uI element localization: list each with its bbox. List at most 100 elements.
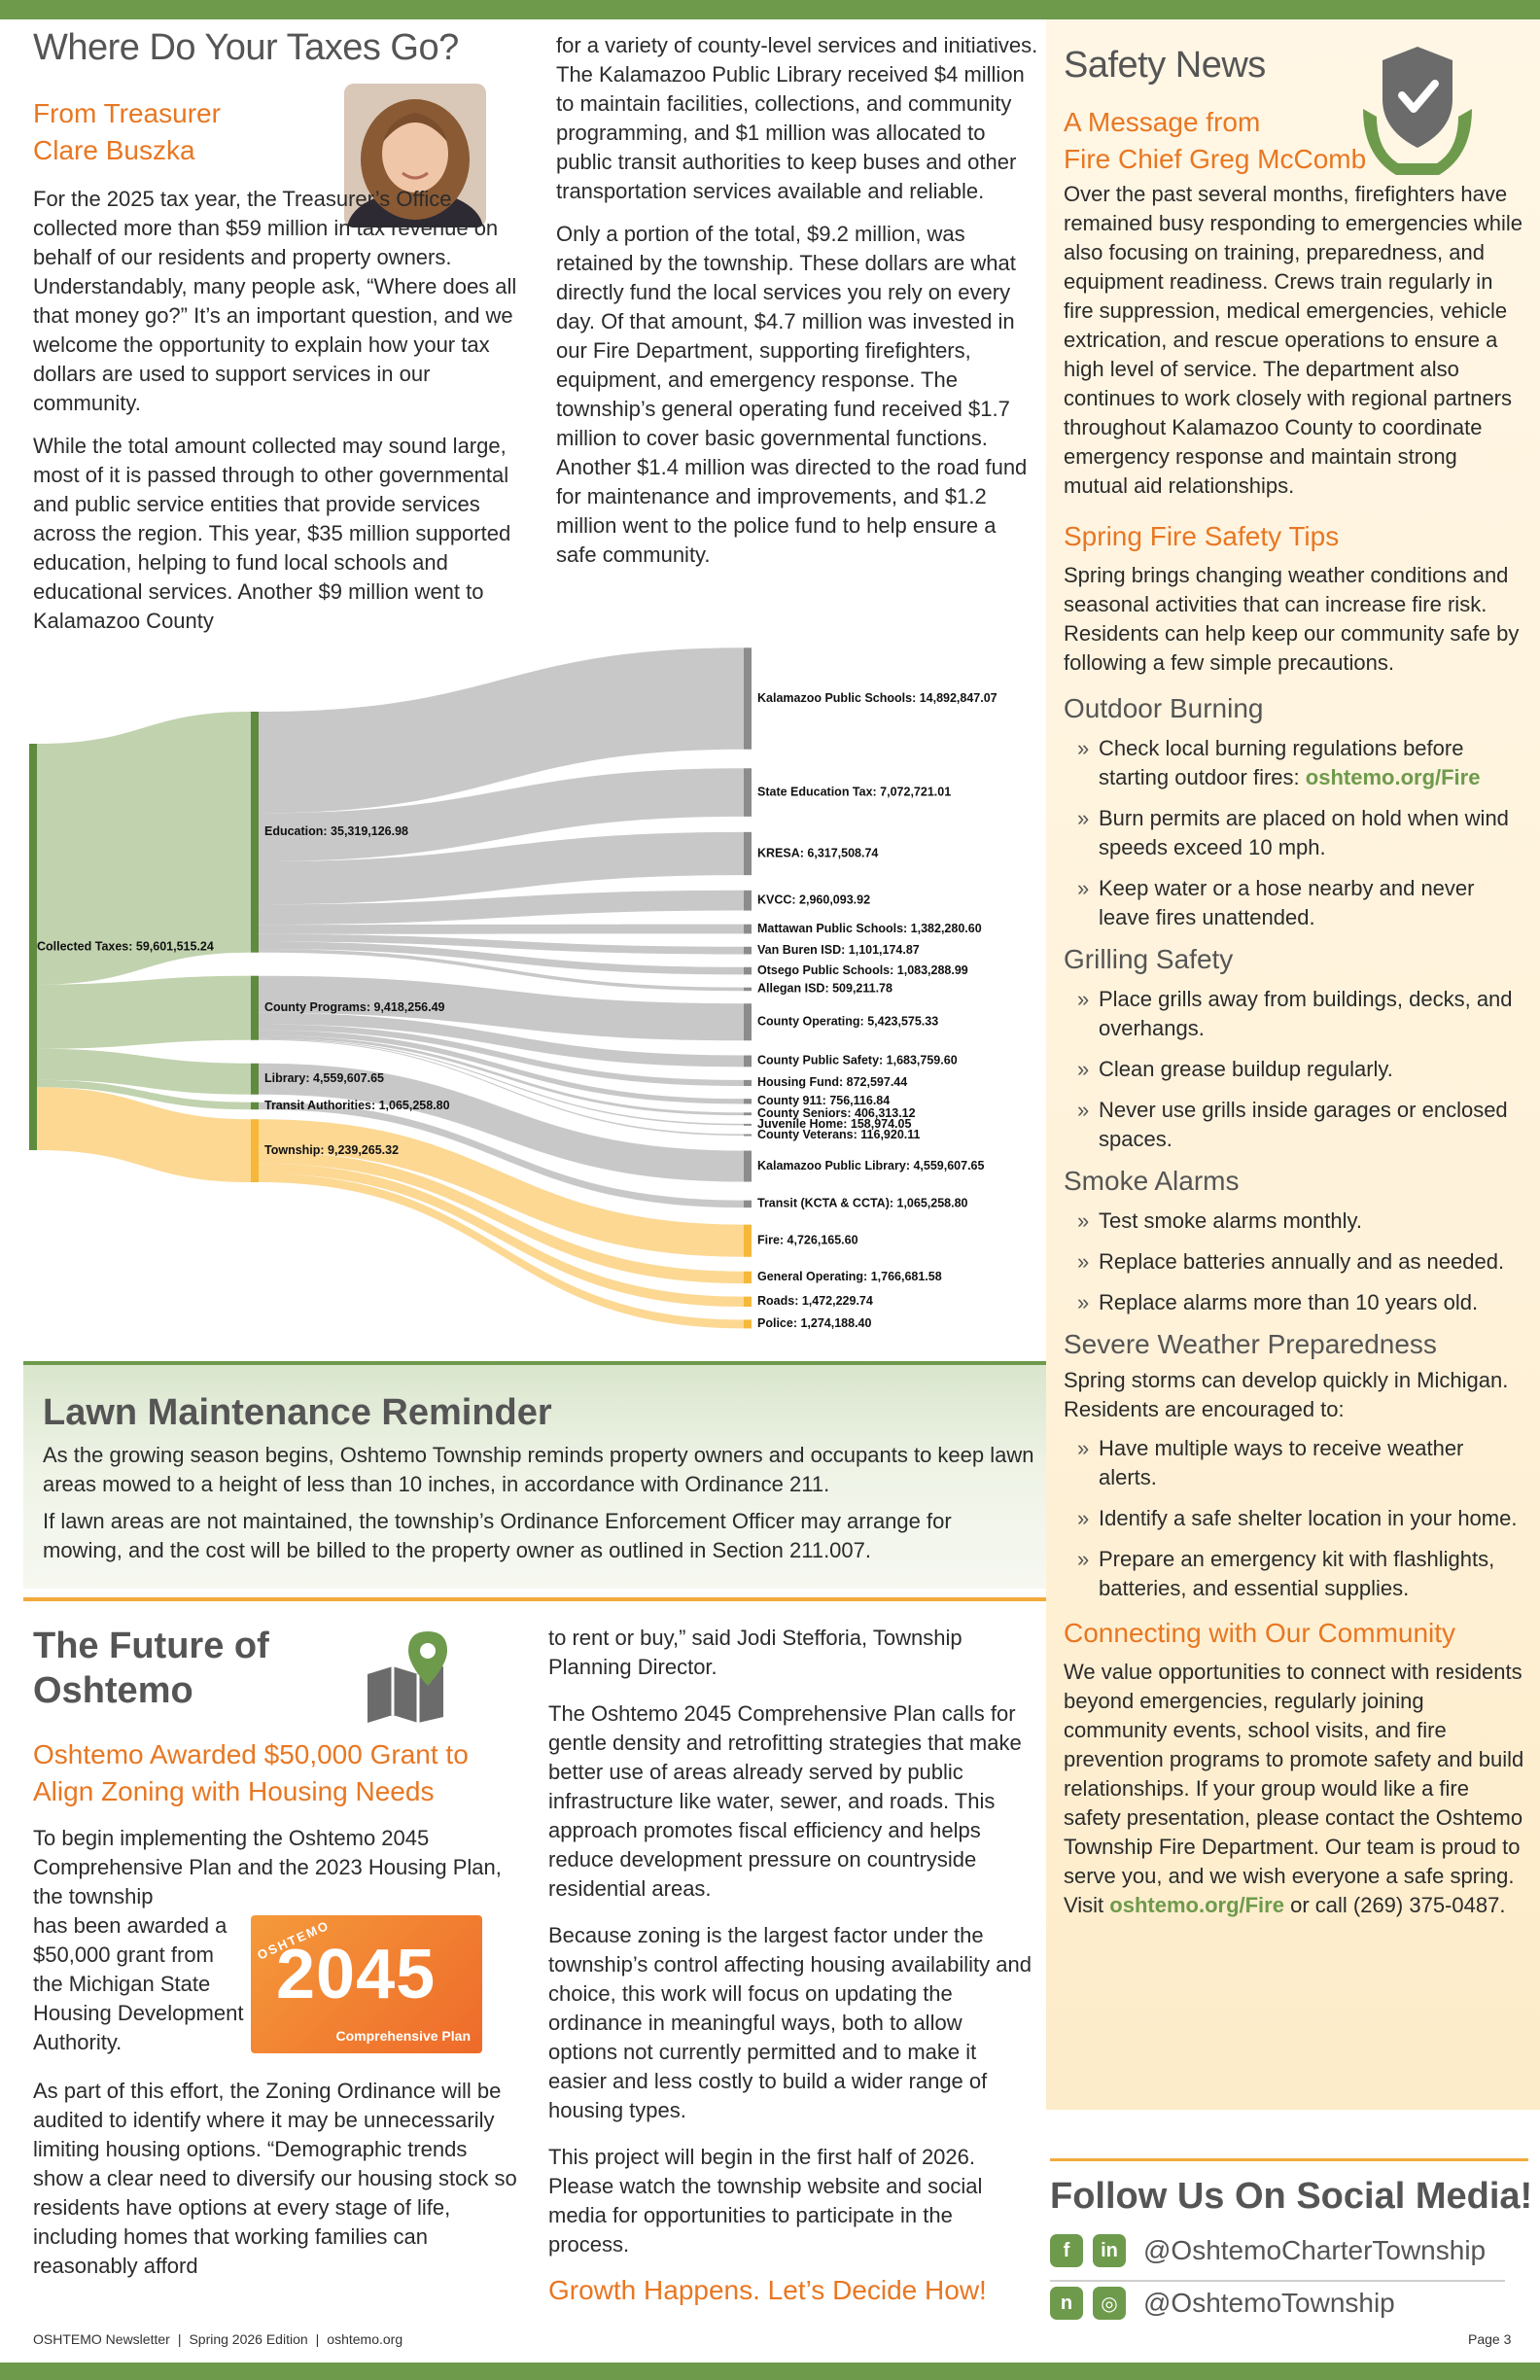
lawn-maintenance-section: Lawn Maintenance Reminder As the growing… bbox=[23, 1361, 1046, 1589]
sankey-link-0-0 bbox=[259, 648, 744, 814]
grilling-safety-title: Grilling Safety bbox=[1064, 944, 1234, 974]
nextdoor-icon[interactable]: n bbox=[1050, 2287, 1083, 2320]
sankey-link-0-2 bbox=[259, 831, 744, 905]
future-column-2: to rent or buy,” said Jodi Stefforia, To… bbox=[548, 1624, 1034, 2306]
linkedin-icon[interactable]: in bbox=[1093, 2234, 1126, 2267]
fire-safety-tips-intro: Spring brings changing weather condition… bbox=[1064, 563, 1520, 675]
sankey-group-label: Township: 9,239,265.32 bbox=[264, 1143, 399, 1157]
community-body-text: We value opportunities to connect with r… bbox=[1064, 1660, 1524, 1917]
sankey-target-node bbox=[744, 1079, 752, 1086]
sankey-link-1-4 bbox=[259, 1034, 744, 1116]
sankey-link-source-0 bbox=[37, 712, 251, 985]
future-title: The Future of Oshtemo bbox=[33, 1626, 269, 1711]
community-body: We value opportunities to connect with r… bbox=[1064, 1658, 1526, 1920]
sankey-link-1-3 bbox=[259, 1030, 744, 1104]
sankey-link-0-6 bbox=[259, 941, 744, 975]
social-row-1: f in @OshtemoCharterTownship bbox=[1050, 2234, 1486, 2267]
future-paragraph-3: to rent or buy,” said Jodi Stefforia, To… bbox=[548, 1626, 962, 1679]
fire-chief-title-line1: A Message from bbox=[1064, 107, 1261, 137]
top-band bbox=[0, 0, 1540, 19]
social-handle-2[interactable]: @OshtemoTownship bbox=[1143, 2288, 1395, 2318]
sankey-link-0-3 bbox=[259, 890, 744, 926]
sankey-target-label: County Seniors: 406,313.12 bbox=[757, 1106, 916, 1120]
future-subtitle: Oshtemo Awarded $50,000 Grant to Align Z… bbox=[33, 1739, 469, 1806]
list-item-text: Check local burning regulations before s… bbox=[1099, 736, 1464, 789]
sankey-link-0-5 bbox=[259, 933, 744, 955]
taxes-subtitle: From Treasurer Clare Buszka bbox=[33, 95, 325, 169]
future-tagline: Growth Happens. Let’s Decide How! bbox=[548, 2275, 987, 2305]
footer-site-link[interactable]: oshtemo.org bbox=[327, 2331, 403, 2347]
list-item: Never use grills inside garages or enclo… bbox=[1064, 1096, 1526, 1154]
sankey-link-source-3 bbox=[37, 1079, 251, 1110]
sankey-link-4-1 bbox=[259, 1151, 744, 1284]
taxes-subtitle-line1: From Treasurer bbox=[33, 98, 221, 128]
future-paragraph-1a: To begin implementing the Oshtemo 2045 C… bbox=[33, 1826, 502, 1908]
fire-chief-title-line2: Fire Chief Greg McComb bbox=[1064, 144, 1367, 174]
sankey-link-source-4 bbox=[37, 1087, 251, 1182]
sankey-target-label: Kalamazoo Public Library: 4,559,607.65 bbox=[757, 1159, 984, 1172]
oshtemo-fire-link[interactable]: oshtemo.org/Fire bbox=[1109, 1893, 1284, 1917]
future-paragraph-4: The Oshtemo 2045 Comprehensive Plan call… bbox=[548, 1701, 1022, 1901]
sankey-link-4-3 bbox=[259, 1173, 744, 1329]
community-title: Connecting with Our Community bbox=[1064, 1618, 1456, 1648]
sankey-link-1-6 bbox=[259, 1038, 744, 1137]
sankey-target-node bbox=[744, 1112, 752, 1116]
sankey-node-township bbox=[251, 1119, 259, 1182]
social-handle-1[interactable]: @OshtemoCharterTownship bbox=[1143, 2235, 1487, 2265]
safety-news-sidebar: Safety News A Message from Fire Chief Gr… bbox=[1046, 19, 1540, 2110]
facebook-icon[interactable]: f bbox=[1050, 2234, 1083, 2267]
social-media-title: Follow Us On Social Media! bbox=[1050, 2176, 1533, 2217]
sankey-target-node bbox=[744, 946, 752, 955]
social-row-2: n ◎ @OshtemoTownship bbox=[1050, 2287, 1395, 2320]
sankey-group-label: Library: 4,559,607.65 bbox=[264, 1071, 384, 1085]
sankey-target-node bbox=[744, 1319, 752, 1329]
future-paragraph-1b: has been awarded a $50,000 grant from th… bbox=[33, 1913, 244, 2054]
taxes-subtitle-line2: Clare Buszka bbox=[33, 135, 195, 165]
fire-chief-message-title: A Message from Fire Chief Greg McComb bbox=[1064, 104, 1526, 178]
list-item: Keep water or a hose nearby and never le… bbox=[1064, 874, 1526, 932]
footer-edition: Spring 2026 Edition bbox=[189, 2331, 308, 2347]
sankey-link-1-5 bbox=[259, 1037, 744, 1126]
sankey-node-library bbox=[251, 1063, 259, 1095]
lawn-paragraph-2: If lawn areas are not maintained, the to… bbox=[43, 1509, 952, 1562]
bottom-band bbox=[0, 2362, 1540, 2380]
oshtemo-fire-link[interactable]: oshtemo.org/Fire bbox=[1305, 765, 1481, 789]
sankey-link-1-1 bbox=[259, 1012, 744, 1068]
sankey-target-node bbox=[744, 890, 752, 911]
sankey-link-4-2 bbox=[259, 1163, 744, 1308]
taxes-column-2: for a variety of county-level services a… bbox=[556, 31, 1038, 570]
grilling-safety-list: Place grills away from buildings, decks,… bbox=[1064, 985, 1526, 1154]
outdoor-burning-title: Outdoor Burning bbox=[1064, 693, 1264, 723]
badge-year: 2045 bbox=[276, 1936, 437, 2013]
community-body-tail: or call (269) 375-0487. bbox=[1283, 1893, 1506, 1917]
sankey-target-label: Police: 1,274,188.40 bbox=[757, 1316, 871, 1330]
instagram-icon[interactable]: ◎ bbox=[1093, 2287, 1126, 2320]
sankey-target-node bbox=[744, 648, 752, 750]
sankey-link-1-2 bbox=[259, 1024, 744, 1086]
taxes-paragraph-3: for a variety of county-level services a… bbox=[556, 33, 1038, 203]
social-row-divider bbox=[1050, 2280, 1505, 2282]
sankey-node-education bbox=[251, 712, 259, 953]
sankey-node-collected-taxes bbox=[29, 744, 37, 1150]
sankey-target-label: Roads: 1,472,229.74 bbox=[757, 1294, 873, 1308]
sankey-link-1-0 bbox=[259, 975, 744, 1041]
list-item: Place grills away from buildings, decks,… bbox=[1064, 985, 1526, 1043]
taxes-paragraph-2: While the total amount collected may sou… bbox=[33, 434, 511, 633]
taxes-column-1: For the 2025 tax year, the Treasurer’s O… bbox=[33, 185, 529, 636]
smoke-alarms-title: Smoke Alarms bbox=[1064, 1166, 1240, 1196]
sankey-target-label: County Veterans: 116,920.11 bbox=[757, 1128, 921, 1141]
treasurer-photo bbox=[344, 84, 486, 228]
sankey-target-node bbox=[744, 1150, 752, 1182]
sankey-link-source-1 bbox=[37, 975, 251, 1049]
map-pin-icon bbox=[368, 1631, 447, 1723]
list-item: Replace alarms more than 10 years old. bbox=[1064, 1288, 1526, 1317]
sankey-target-node bbox=[744, 924, 752, 934]
sankey-source-label: Collected Taxes: 59,601,515.24 bbox=[37, 939, 214, 953]
safety-news-title: Safety News bbox=[1064, 45, 1266, 86]
taxes-paragraph-1: For the 2025 tax year, the Treasurer’s O… bbox=[33, 187, 517, 415]
list-item: Test smoke alarms monthly. bbox=[1064, 1207, 1526, 1236]
smoke-alarms-list: Test smoke alarms monthly. Replace batte… bbox=[1064, 1207, 1526, 1317]
sankey-target-label: County Public Safety: 1,683,759.60 bbox=[757, 1054, 958, 1068]
fire-chief-message-body: Over the past several months, firefighte… bbox=[1064, 182, 1523, 498]
lawn-maintenance-title: Lawn Maintenance Reminder bbox=[43, 1392, 552, 1433]
